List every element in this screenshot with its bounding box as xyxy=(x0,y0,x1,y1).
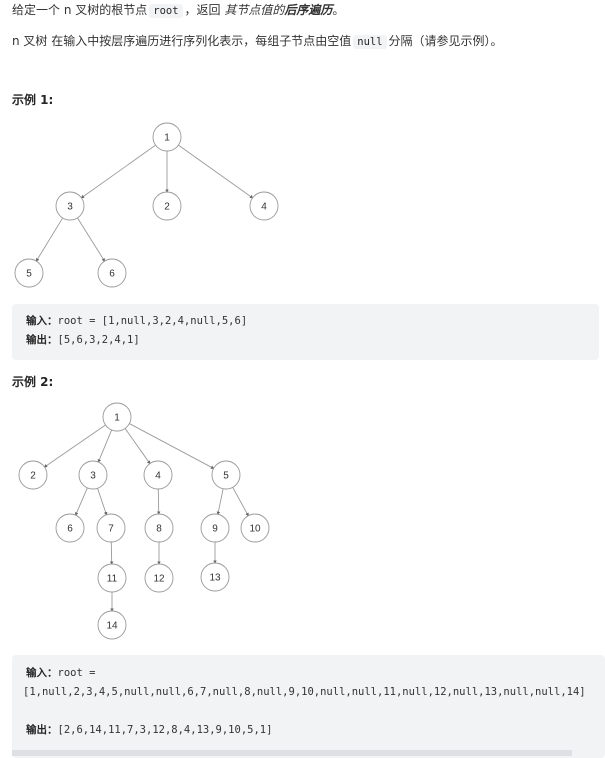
tree-edge xyxy=(216,488,224,516)
tree-edge xyxy=(35,217,64,262)
input-value: root = xyxy=(57,667,96,679)
svg-text:2: 2 xyxy=(30,471,36,482)
example-2-code-block[interactable]: 输入：root = [1,null,2,3,4,5,null,null,6,7,… xyxy=(12,655,605,758)
example-1-code-block: 输入：root = [1,null,3,2,4,null,5,6] 输出：[5,… xyxy=(12,304,599,360)
example-1-tree-diagram: 1 3 2 4 5 6 xyxy=(14,122,279,288)
tree-node-14: 14 xyxy=(97,610,127,640)
tree-edge xyxy=(232,487,249,517)
svg-text:6: 6 xyxy=(67,524,73,535)
input-array-value: [1,null,2,3,4,5,null,null,6,7,null,8,nul… xyxy=(23,686,586,698)
output-value: [5,6,3,2,4,1] xyxy=(57,334,140,346)
svg-text:7: 7 xyxy=(108,524,114,535)
tree-node-4: 4 xyxy=(143,460,173,490)
svg-text:13: 13 xyxy=(209,573,221,584)
svg-text:9: 9 xyxy=(212,524,218,535)
svg-text:8: 8 xyxy=(156,524,162,535)
tree-node-11: 11 xyxy=(97,563,127,593)
svg-text:10: 10 xyxy=(249,524,261,535)
tree-node-8: 8 xyxy=(144,513,174,543)
tree-node-10: 10 xyxy=(240,513,270,543)
example-2-output-line: 输出：[2,6,14,11,7,3,12,8,4,13,9,10,5,1] xyxy=(26,720,272,740)
tree-edge xyxy=(80,144,156,199)
tree-edge xyxy=(97,429,113,463)
input-label: 输入： xyxy=(26,667,58,679)
tree-edge xyxy=(43,424,106,468)
horizontal-scrollbar[interactable] xyxy=(12,750,572,756)
tree-node-9: 9 xyxy=(200,513,230,543)
output-label: 输出： xyxy=(26,724,58,736)
tree-edge xyxy=(178,144,254,199)
example-1-input-line: 输入：root = [1,null,3,2,4,null,5,6] xyxy=(26,311,247,331)
input-label: 输入： xyxy=(26,315,58,327)
tree-edge xyxy=(124,428,151,465)
svg-text:5: 5 xyxy=(26,269,32,280)
tree-node-1: 1 xyxy=(152,122,182,152)
svg-text:1: 1 xyxy=(114,413,120,424)
output-label: 输出： xyxy=(26,334,58,346)
tree-node-13: 13 xyxy=(200,562,230,592)
svg-text:3: 3 xyxy=(90,471,96,482)
statement-text: 。 xyxy=(332,3,345,17)
tree-edge xyxy=(77,217,106,262)
tree-node-3: 3 xyxy=(55,191,85,221)
example-2-title: 示例 2: xyxy=(12,375,54,389)
tree-node-5: 5 xyxy=(14,258,44,288)
inline-code-root: root xyxy=(149,4,183,18)
example-2-input-line-2: [1,null,2,3,4,5,null,null,6,7,null,8,nul… xyxy=(23,682,586,702)
svg-text:12: 12 xyxy=(153,574,165,585)
tree-edge xyxy=(97,488,108,516)
tree-edge xyxy=(74,487,88,516)
svg-text:6: 6 xyxy=(109,269,115,280)
tree-node-4: 4 xyxy=(249,191,279,221)
tree-node-5: 5 xyxy=(211,460,241,490)
svg-text:2: 2 xyxy=(164,202,170,213)
tree-node-2: 2 xyxy=(152,191,182,221)
tree-node-6: 6 xyxy=(55,513,85,543)
strong-emphasis-text: 后序遍历 xyxy=(284,3,333,17)
svg-text:3: 3 xyxy=(67,202,73,213)
output-value: [2,6,14,11,7,3,12,8,4,13,9,10,5,1] xyxy=(57,724,273,736)
svg-text:14: 14 xyxy=(106,621,118,632)
tree-node-3: 3 xyxy=(78,460,108,490)
tree-node-7: 7 xyxy=(96,513,126,543)
tree-node-2: 2 xyxy=(18,460,48,490)
svg-text:5: 5 xyxy=(223,471,229,482)
example-1-title: 示例 1: xyxy=(12,93,54,107)
tree-node-12: 12 xyxy=(144,563,174,593)
svg-text:11: 11 xyxy=(107,574,118,585)
svg-text:1: 1 xyxy=(164,133,170,144)
tree-edge xyxy=(129,423,215,469)
statement-text: n 叉树 在输入中按层序遍历进行序列化表示，每组子节点由空值 xyxy=(12,34,352,48)
tree-node-6: 6 xyxy=(97,258,127,288)
statement-text: 分隔（请参见示例）。 xyxy=(388,34,503,48)
svg-text:4: 4 xyxy=(261,202,267,213)
example-2-input-line-1: 输入：root = xyxy=(26,663,95,683)
svg-text:4: 4 xyxy=(155,471,161,482)
input-value: root = [1,null,3,2,4,null,5,6] xyxy=(57,315,248,327)
statement-text: ，返回 xyxy=(184,3,221,17)
tree-node-1: 1 xyxy=(102,402,132,432)
emphasis-text: 其节点值的 xyxy=(224,3,285,17)
inline-code-null: null xyxy=(353,35,387,49)
example-1-output-line: 输出：[5,6,3,2,4,1] xyxy=(26,330,140,350)
statement-text: 给定一个 n 叉树的根节点 xyxy=(12,3,148,17)
